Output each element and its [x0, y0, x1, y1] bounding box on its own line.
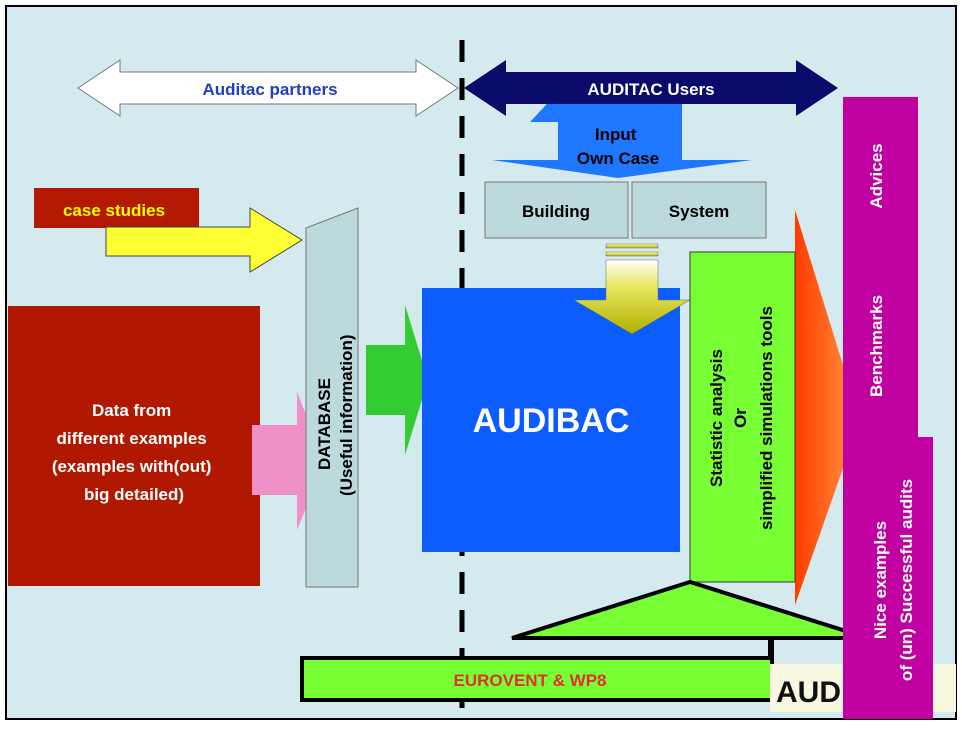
benchmarks-box: [843, 255, 918, 437]
input-own-case-text: Input Own Case: [577, 125, 659, 168]
system-label: System: [669, 202, 729, 221]
benchmarks-label: Benchmarks: [867, 295, 886, 397]
database-label: DATABASE: [315, 378, 334, 470]
input-own-case-arrow: [492, 92, 752, 178]
case-studies-label: case studies: [63, 201, 165, 220]
auditac-partners-arrow: [77, 59, 459, 117]
auditac-users-arrow: [464, 60, 838, 116]
nice-examples-line-1: Nice examples: [871, 521, 890, 639]
statistic-analysis-box: [689, 251, 796, 583]
case-studies-box: [34, 188, 199, 228]
advices-box: [843, 97, 918, 255]
eurovent-arrow: [300, 579, 869, 702]
data-examples-box: [8, 306, 260, 586]
olive-down-arrow: [573, 243, 691, 335]
stat-line-1: Statistic analysis: [707, 349, 726, 487]
nice-examples-box: [843, 437, 933, 719]
database-sublabel: (Useful information): [337, 335, 356, 497]
input-line-1: Input: [595, 125, 637, 144]
data-line-4: big detailed): [84, 485, 184, 504]
database-to-audibac-arrow: [366, 305, 428, 455]
stat-line-3: simplified simulations tools: [757, 306, 776, 530]
building-box: [484, 181, 629, 239]
orange-wedge-arrow: [795, 210, 860, 605]
data-line-3: (examples with(out): [52, 457, 212, 476]
data-line-1: Data from: [92, 401, 171, 420]
eurovent-label: EUROVENT & WP8: [453, 671, 606, 690]
database-box: [305, 207, 359, 588]
audibac-box: [422, 288, 680, 552]
auditac-users-label: AUDITAC Users: [587, 80, 714, 99]
nice-examples-line-2: of (un) Successful audits: [897, 479, 916, 681]
advices-label: Advices: [867, 143, 886, 208]
building-label: Building: [522, 202, 590, 221]
auditac-partners-label: Auditac partners: [202, 80, 337, 99]
input-line-2: Own Case: [577, 149, 659, 168]
case-studies-arrow: [105, 207, 303, 273]
stat-line-2: Or: [731, 408, 750, 428]
system-box: [631, 181, 767, 239]
audibac-label: AUDIBAC: [473, 402, 630, 440]
data-examples-text: Data from different examples (examples w…: [52, 401, 216, 504]
data-line-2: different examples: [57, 429, 207, 448]
